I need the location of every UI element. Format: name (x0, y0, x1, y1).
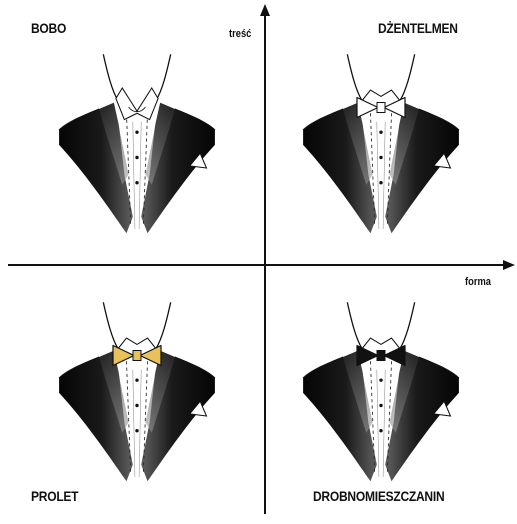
tuxedo-jacket (303, 99, 459, 238)
tuxedo-figure-bobo (59, 54, 215, 237)
tuxedo-jacket (303, 347, 459, 486)
tuxedo-figure-drobnomieszczanin (303, 302, 459, 485)
tuxedo-jacket (59, 99, 215, 238)
x-axis-arrow (503, 260, 515, 270)
bow-tie-knot (133, 351, 141, 361)
tuxedo-figure-prolet (59, 302, 215, 485)
quadrant-label-drobnomieszczanin: DROBNOMIESZCZANIN (313, 488, 444, 504)
quadrant-label-dzentelmen: DŻENTELMEN (378, 20, 458, 36)
tuxedo-jacket (59, 347, 215, 486)
y-axis-label: treść (229, 28, 251, 40)
bow-tie-knot (377, 351, 385, 361)
quadrant-label-bobo: BOBO (31, 20, 66, 36)
x-axis-label: forma (465, 276, 491, 288)
y-axis-arrow (260, 4, 270, 16)
bow-tie-knot (377, 103, 385, 113)
tuxedo-figure-dżentelmen (303, 54, 459, 237)
quadrant-label-prolet: PROLET (31, 488, 78, 504)
